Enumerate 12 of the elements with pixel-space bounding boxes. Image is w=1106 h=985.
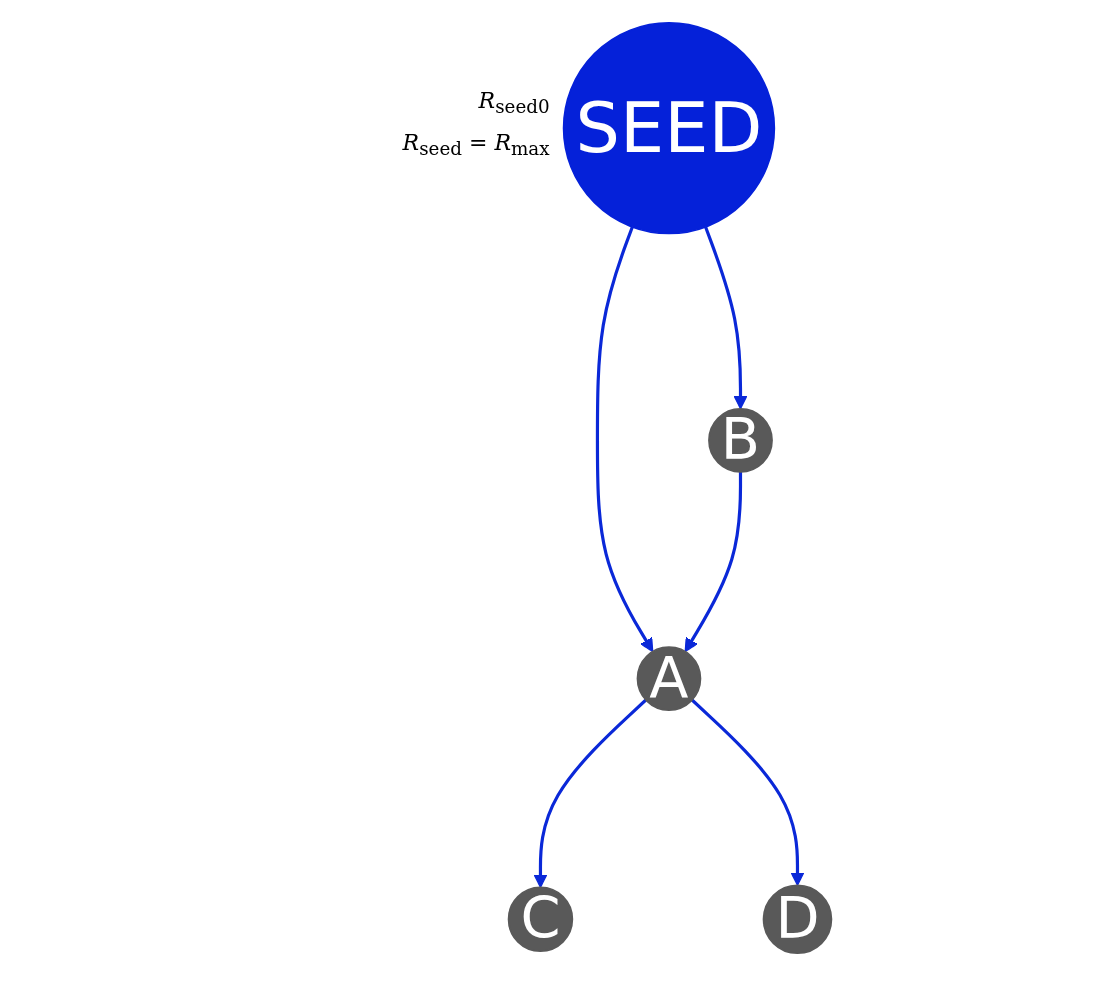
node-circle: SEED	[562, 21, 776, 235]
arrow	[691, 698, 805, 886]
node-circle: D	[762, 884, 833, 955]
node-circle: B	[708, 407, 773, 473]
arrow	[595, 226, 654, 653]
formula-label: R$_{seed0}$	[478, 88, 550, 118]
node-circle: A	[636, 646, 702, 711]
node-circle: C	[507, 886, 574, 953]
arrow	[684, 471, 743, 653]
formula-label: R$_{seed}$ = R$_{max}$	[402, 130, 550, 160]
arrow	[533, 698, 647, 888]
arrow	[704, 226, 748, 410]
